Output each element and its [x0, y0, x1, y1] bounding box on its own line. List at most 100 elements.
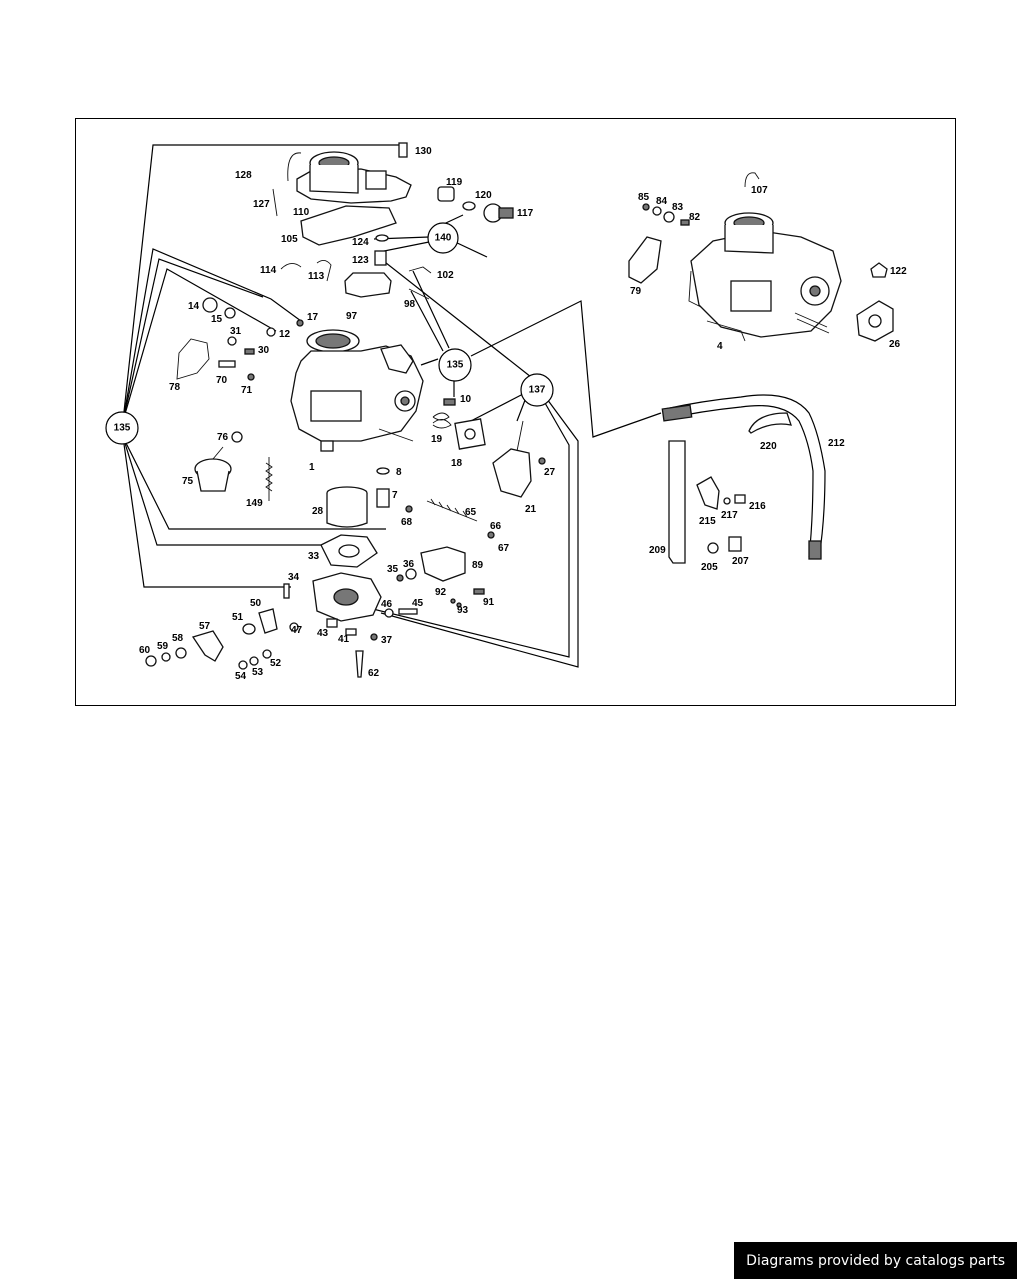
part-label-15: 15: [211, 314, 223, 325]
part-label-123: 123: [352, 255, 369, 266]
part-label-1: 1: [309, 462, 315, 473]
part-label-45: 45: [412, 598, 424, 609]
part-label-60: 60: [139, 645, 151, 656]
part-label-149: 149: [246, 498, 263, 509]
part-label-52: 52: [270, 658, 282, 669]
cover-hole: [868, 314, 882, 328]
part-label-51: 51: [232, 612, 244, 623]
washer-part: [242, 623, 256, 635]
part-label-12: 12: [279, 329, 291, 340]
part-label-62: 62: [368, 668, 380, 679]
clip-part: [456, 602, 462, 608]
cutoff-valve-part: [483, 203, 514, 223]
part-label-41: 41: [338, 634, 350, 645]
insert-part: [326, 486, 368, 528]
part-label-59: 59: [157, 641, 169, 652]
screw-part: [487, 531, 495, 539]
throttle-body-part: [312, 572, 382, 622]
parts: [145, 142, 894, 678]
carburetor-body-part: [290, 329, 424, 452]
part-label-7: 7: [392, 490, 398, 501]
callout-137: 137: [520, 373, 554, 407]
washer-part: [652, 206, 662, 216]
part-label-75: 75: [182, 476, 194, 487]
pin-part: [408, 288, 430, 300]
part-label-97: 97: [346, 311, 358, 322]
screw-part: [396, 574, 404, 582]
washer-part: [227, 336, 237, 346]
spring-part: [432, 412, 452, 429]
washer-part: [262, 649, 272, 659]
washer-part: [663, 211, 675, 223]
part-label-47: 47: [291, 625, 303, 636]
part-label-76: 76: [217, 432, 229, 443]
gasket-hole: [338, 544, 360, 558]
clip-part: [450, 598, 456, 604]
connector-lines: [122, 144, 662, 668]
nut-part: [231, 431, 243, 443]
part-label-26: 26: [889, 339, 901, 350]
part-label-92: 92: [435, 587, 447, 598]
washer-part: [224, 307, 236, 319]
nut-part: [266, 327, 276, 337]
pump-cover-part: [420, 546, 466, 582]
nut-part: [202, 297, 218, 313]
part-label-128: 128: [235, 170, 252, 181]
washer-part: [175, 647, 187, 659]
hose-end-part: [808, 540, 822, 560]
part-label-18: 18: [451, 458, 463, 469]
part-label-102: 102: [437, 270, 454, 281]
part-label-83: 83: [672, 202, 684, 213]
washer-part: [405, 568, 417, 580]
screw-part: [272, 188, 278, 217]
part-label-124: 124: [352, 237, 369, 248]
part-labels: 130 128 127 110 105 119 120 117 124 123 …: [139, 146, 907, 682]
callout-135-mid: 135: [438, 348, 472, 382]
jet-part: [376, 488, 390, 508]
part-label-36: 36: [403, 559, 415, 570]
part-label-113: 113: [308, 271, 325, 282]
jet-part: [218, 360, 236, 368]
part-label-54: 54: [235, 671, 247, 682]
part-label-21: 21: [525, 504, 537, 515]
part-label-110: 110: [293, 207, 310, 218]
part-label-70: 70: [216, 375, 228, 386]
fitting-part: [437, 186, 455, 202]
part-label-43: 43: [317, 628, 329, 639]
screw-part: [244, 348, 255, 355]
part-label-46: 46: [381, 599, 393, 610]
plug-part: [728, 536, 742, 552]
pin-part: [316, 260, 332, 282]
part-label-207: 207: [732, 556, 749, 567]
part-label-30: 30: [258, 345, 270, 356]
part-label-85: 85: [638, 192, 650, 203]
part-label-105: 105: [281, 234, 298, 245]
cap-part: [870, 262, 888, 278]
screw-part: [538, 457, 546, 465]
seal-part: [375, 234, 389, 242]
part-label-117: 117: [517, 208, 534, 219]
part-label-17: 17: [307, 312, 319, 323]
part-label-78: 78: [169, 382, 181, 393]
part-label-71: 71: [241, 385, 253, 396]
bracket-part: [628, 236, 662, 284]
carburetor-exploded-diagram: 135 135 137 140 130 128 127 110 105 119 …: [105, 142, 907, 682]
washer-part: [376, 467, 390, 475]
part-label-91: 91: [483, 597, 495, 608]
part-label-212: 212: [828, 438, 845, 449]
needle-valve-part: [374, 250, 387, 266]
part-label-79: 79: [630, 286, 642, 297]
ring-part: [462, 201, 476, 211]
callout-135-left: 135: [105, 411, 139, 445]
hose-part: [664, 394, 826, 558]
lever-part: [191, 630, 224, 662]
carburetor-cover-part: [287, 142, 412, 204]
part-label-120: 120: [475, 190, 492, 201]
nut-part: [238, 660, 248, 670]
part-label-127: 127: [253, 199, 270, 210]
washer-part: [161, 652, 171, 662]
part-label-14: 14: [188, 301, 200, 312]
spring-part: [384, 608, 394, 618]
part-label-8: 8: [396, 467, 402, 478]
arm-part: [408, 266, 432, 274]
